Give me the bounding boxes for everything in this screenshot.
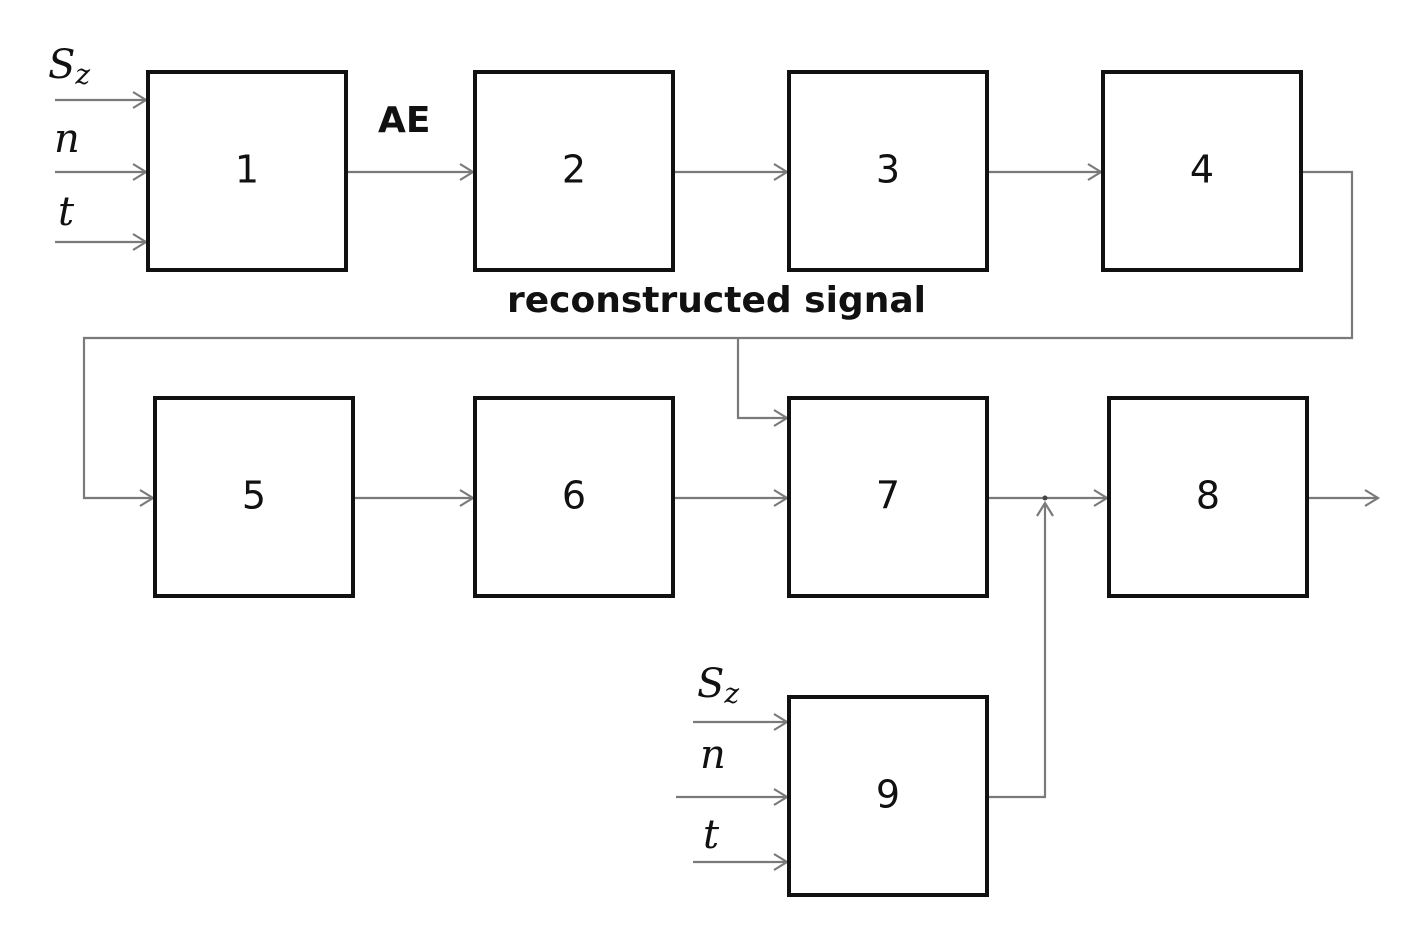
connection-wires — [55, 98, 1378, 864]
reconstructed-signal-label: reconstructed signal — [507, 280, 926, 321]
wire-4-to-7 — [736, 338, 787, 420]
input-label-t: t — [58, 189, 75, 235]
block-1-label: 1 — [235, 148, 259, 192]
block-2: 2 — [473, 70, 675, 272]
block-1: 1 — [146, 70, 348, 272]
block-5-label: 5 — [242, 474, 266, 518]
block-3-label: 3 — [876, 148, 900, 192]
block-7-label: 7 — [876, 474, 900, 518]
block-9-inputs: Sz n t — [697, 661, 739, 858]
input-label-t: t — [703, 812, 720, 858]
wire-9-to-8 — [989, 503, 1047, 799]
block-7: 7 — [787, 396, 989, 598]
input-label-n: n — [54, 116, 80, 162]
input-label-subscript: z — [74, 58, 90, 91]
input-label-n: n — [700, 732, 726, 778]
block-3: 3 — [787, 70, 989, 272]
block-1-inputs: Sz n t — [48, 42, 90, 235]
input-label-main: S — [697, 661, 724, 707]
block-6: 6 — [473, 396, 675, 598]
arrowhead-icon — [1036, 500, 1054, 517]
block-2-label: 2 — [562, 148, 586, 192]
arrowhead-icon — [1364, 489, 1381, 507]
input-label-subscript: z — [723, 677, 739, 710]
input-label-sz: Sz — [697, 661, 739, 710]
block-4-label: 4 — [1190, 148, 1214, 192]
block-8-label: 8 — [1196, 474, 1220, 518]
input-label-sz: Sz — [48, 42, 90, 91]
block-9-label: 9 — [876, 773, 900, 817]
block-4: 4 — [1101, 70, 1303, 272]
input-label-main: S — [48, 42, 75, 88]
block-8: 8 — [1107, 396, 1309, 598]
junction-dot — [1042, 495, 1048, 501]
block-5: 5 — [153, 396, 355, 598]
ae-label: AE — [378, 100, 430, 141]
wire-4-to-5 — [82, 170, 1354, 500]
block-9: 9 — [787, 695, 989, 897]
block-6-label: 6 — [562, 474, 586, 518]
